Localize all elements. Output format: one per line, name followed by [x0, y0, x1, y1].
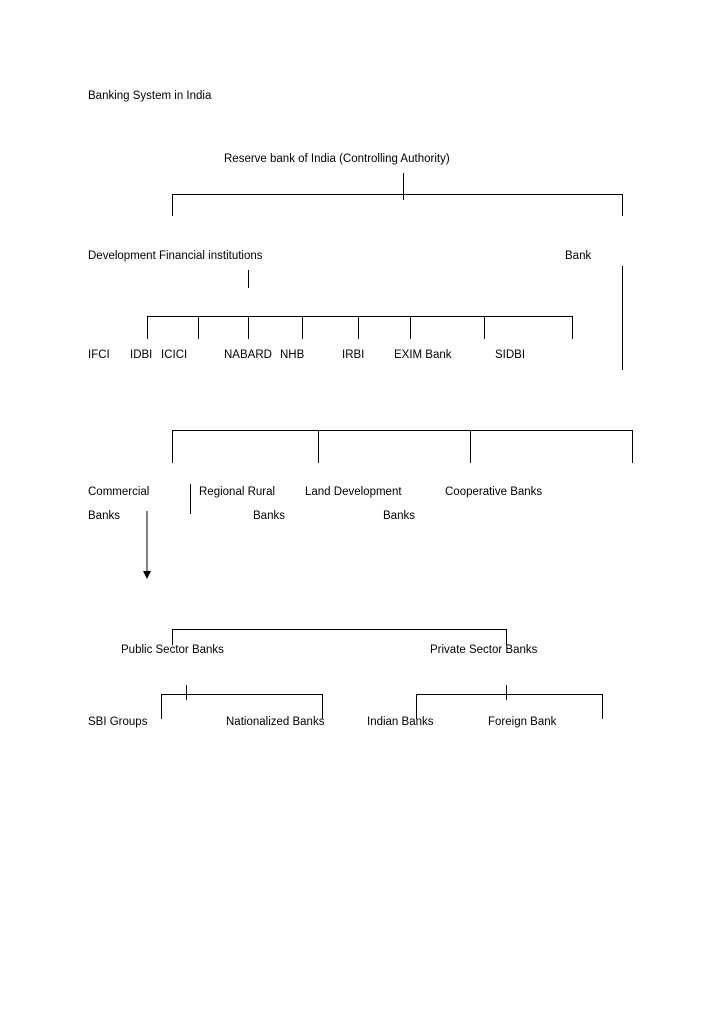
node-foreign-bank: Foreign Bank	[488, 716, 557, 728]
node-ifci: IFCI	[88, 349, 110, 361]
node-dfi: Development Financial institutions	[88, 250, 263, 262]
diagram-title: Banking System in India	[88, 90, 212, 102]
node-private-sector: Private Sector Banks	[430, 644, 538, 656]
node-ldb-line2: Banks	[383, 510, 415, 522]
node-sidbi: SIDBI	[495, 349, 526, 361]
node-ldb-line1: Land Development	[305, 486, 402, 498]
node-indian-banks: Indian Banks	[367, 716, 434, 728]
node-rbi: Reserve bank of India (Controlling Autho…	[224, 153, 450, 165]
node-icici: ICICI	[161, 349, 188, 361]
node-nhb: NHB	[280, 349, 305, 361]
node-idbi: IDBI	[130, 349, 153, 361]
node-commercial-line2: Banks	[88, 510, 120, 522]
node-exim-bank: EXIM Bank	[394, 349, 452, 361]
node-commercial-line1: Commercial	[88, 486, 150, 498]
node-irbi: IRBI	[342, 349, 365, 361]
node-bank: Bank	[565, 250, 592, 262]
node-sbi-groups: SBI Groups	[88, 716, 148, 728]
node-cooperative: Cooperative Banks	[445, 486, 543, 498]
node-nabard: NABARD	[224, 349, 272, 361]
node-nationalized: Nationalized Banks	[226, 716, 325, 728]
node-public-sector: Public Sector Banks	[121, 644, 224, 656]
node-rrb-line2: Banks	[253, 510, 285, 522]
arrow-head-icon	[143, 571, 151, 579]
node-rrb-line1: Regional Rural	[199, 486, 276, 498]
